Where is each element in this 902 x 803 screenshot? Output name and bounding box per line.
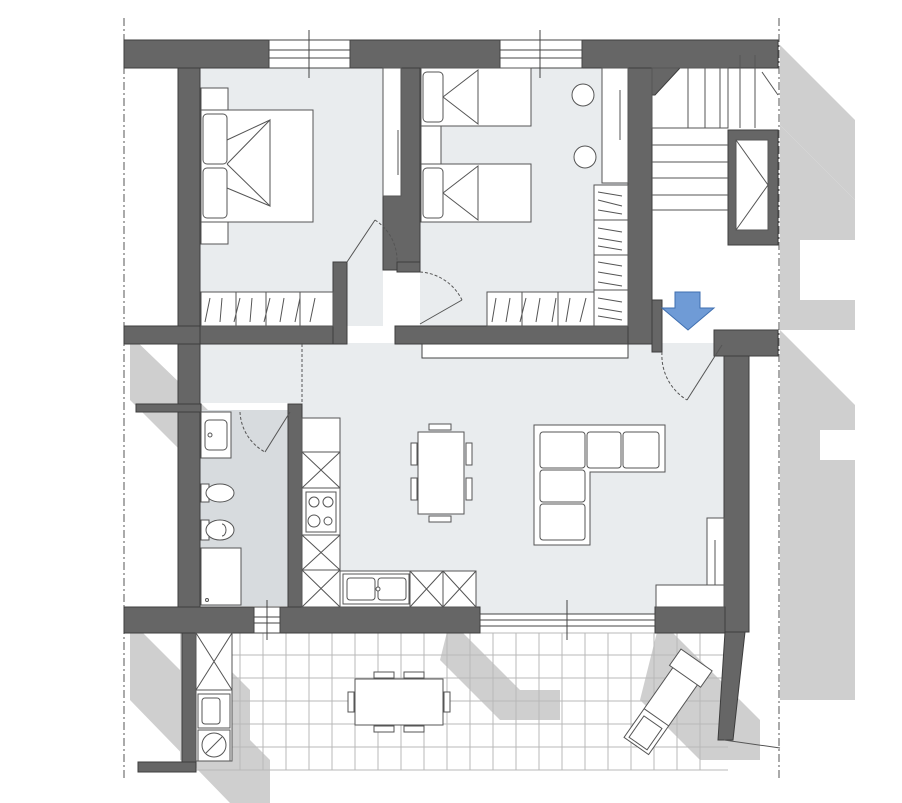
nightstand bbox=[200, 87, 229, 111]
stool bbox=[571, 83, 595, 107]
dining-table bbox=[417, 431, 465, 515]
sideboard bbox=[655, 584, 725, 608]
windows bbox=[253, 30, 656, 640]
living-kitchen bbox=[301, 417, 725, 608]
chair bbox=[410, 477, 418, 501]
wardrobe-tall bbox=[382, 67, 402, 197]
pillow bbox=[422, 167, 444, 219]
desk bbox=[601, 67, 629, 184]
bathroom bbox=[200, 411, 242, 606]
sink-icon bbox=[197, 693, 231, 729]
chair bbox=[465, 442, 473, 466]
chair bbox=[465, 477, 473, 501]
pillow bbox=[202, 113, 228, 165]
property-boundaries bbox=[123, 18, 780, 780]
washing-machine-icon bbox=[197, 729, 231, 762]
chair bbox=[428, 515, 452, 523]
bidet-icon bbox=[200, 519, 235, 541]
stairwell bbox=[651, 55, 779, 231]
shower bbox=[200, 547, 242, 606]
chair bbox=[410, 442, 418, 466]
toilet-icon bbox=[200, 483, 235, 503]
down-arrow-icon bbox=[660, 291, 716, 331]
terrace-furniture bbox=[195, 632, 713, 762]
sun-lounger bbox=[623, 648, 713, 756]
cooktop-icon bbox=[305, 491, 337, 533]
corridor-window bbox=[421, 343, 629, 359]
outdoor-table bbox=[354, 678, 444, 726]
doors bbox=[239, 219, 781, 749]
window-twin-bedroom bbox=[499, 39, 583, 69]
chair bbox=[428, 423, 452, 431]
sink-icon bbox=[342, 573, 410, 605]
pillow bbox=[202, 167, 228, 219]
sink-icon bbox=[200, 411, 232, 459]
pillow bbox=[422, 71, 444, 123]
wardrobe bbox=[486, 291, 595, 327]
wardrobe bbox=[200, 291, 334, 327]
master-bedroom bbox=[200, 67, 402, 327]
twin-bedroom bbox=[420, 67, 629, 327]
nightstand bbox=[420, 125, 442, 165]
stool bbox=[573, 145, 597, 169]
nightstand bbox=[200, 221, 229, 245]
